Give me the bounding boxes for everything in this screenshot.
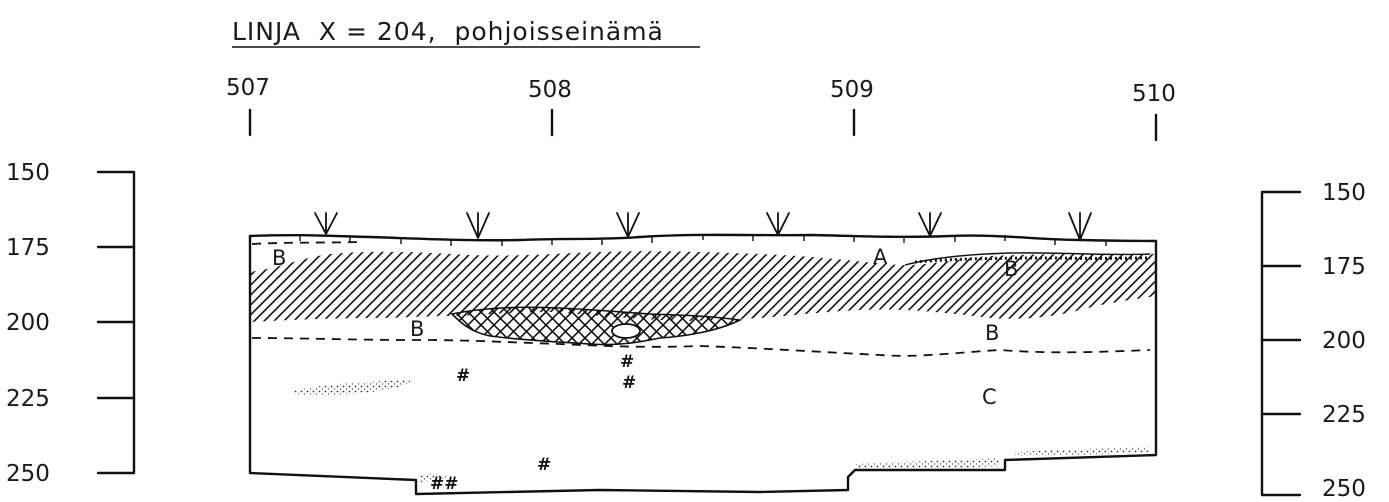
x-tick-label-509: 509 bbox=[830, 77, 874, 103]
layer-label-a: A bbox=[873, 245, 888, 269]
x-tick-label-507: 507 bbox=[226, 75, 270, 101]
layer-label-b-right: B bbox=[985, 321, 999, 345]
layer-label-b-upper-right: B bbox=[1004, 257, 1018, 281]
depth-label-left-225: 225 bbox=[6, 386, 50, 412]
depth-scale-left: 150 175 200 225 250 bbox=[6, 160, 136, 487]
layer-label-c: C bbox=[982, 385, 997, 409]
layer-label-b-middle: B bbox=[410, 317, 424, 341]
svg-text:#: # bbox=[456, 366, 470, 386]
svg-text:#: # bbox=[620, 352, 634, 372]
depth-label-right-200: 200 bbox=[1322, 328, 1366, 354]
layer-label-b-upper-left: B bbox=[272, 246, 286, 270]
depth-label-left-250: 250 bbox=[6, 461, 50, 487]
svg-text:#: # bbox=[537, 455, 551, 475]
x-tick-label-508: 508 bbox=[528, 77, 572, 103]
svg-text:#: # bbox=[622, 373, 636, 393]
depth-label-left-175: 175 bbox=[6, 235, 50, 261]
profile-section: # # # # ## A B B B B C bbox=[248, 212, 1158, 496]
svg-text:##: ## bbox=[430, 474, 459, 494]
depth-label-right-250: 250 bbox=[1322, 476, 1366, 502]
stone bbox=[611, 323, 641, 339]
x-axis: 507 508 509 510 bbox=[226, 75, 1176, 142]
x-tick-label-510: 510 bbox=[1132, 81, 1176, 107]
depth-label-left-150: 150 bbox=[6, 160, 50, 186]
depth-label-left-200: 200 bbox=[6, 310, 50, 336]
depth-label-right-225: 225 bbox=[1322, 402, 1366, 428]
cross-hatched-feature bbox=[450, 306, 743, 346]
depth-label-right-175: 175 bbox=[1322, 254, 1366, 280]
depth-scale-right: 150 175 200 225 250 bbox=[1260, 180, 1366, 502]
drawing-title: LINJA X = 204, pohjoisseinämä bbox=[232, 17, 664, 46]
hatched-layer bbox=[250, 251, 1156, 322]
depth-label-right-150: 150 bbox=[1322, 180, 1366, 206]
